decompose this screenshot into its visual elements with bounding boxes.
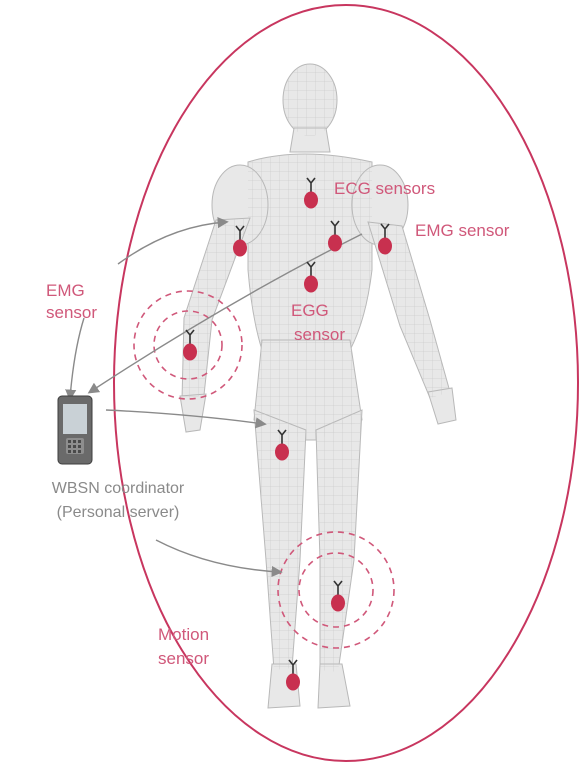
arrow-emg-label-to-coordinator [70,318,84,398]
pda-device-icon [58,396,92,464]
sensor-dot [304,276,318,293]
sensor-dot [331,595,345,612]
sensor-dot [328,235,342,252]
sensor-dot [304,192,318,209]
sensor-dot [378,238,392,255]
sensor-dot [286,674,300,691]
arrow-coordinator-to-knee [156,540,280,572]
emg-sensor-left-label-line1: EMG [46,280,85,301]
emg-sensor-right-label: EMG sensor [415,220,509,241]
sensor-dot [275,444,289,461]
motion-sensor-label-line1: Motion [158,624,209,645]
motion-sensor-label-line2: sensor [158,648,209,669]
ecg-sensors-label: ECG sensors [334,178,435,199]
coordinator-label-line2: (Personal server) [18,502,218,524]
human-body-figure [180,64,456,708]
sensor-dot [233,240,247,257]
egg-sensor-label-line1: EGG [291,300,329,321]
sensor-dot [183,344,197,361]
coordinator-label-line1: WBSN coordinator [18,478,218,500]
egg-sensor-label-line2: sensor [294,324,345,345]
emg-sensor-left-label-line2: sensor [46,302,97,323]
